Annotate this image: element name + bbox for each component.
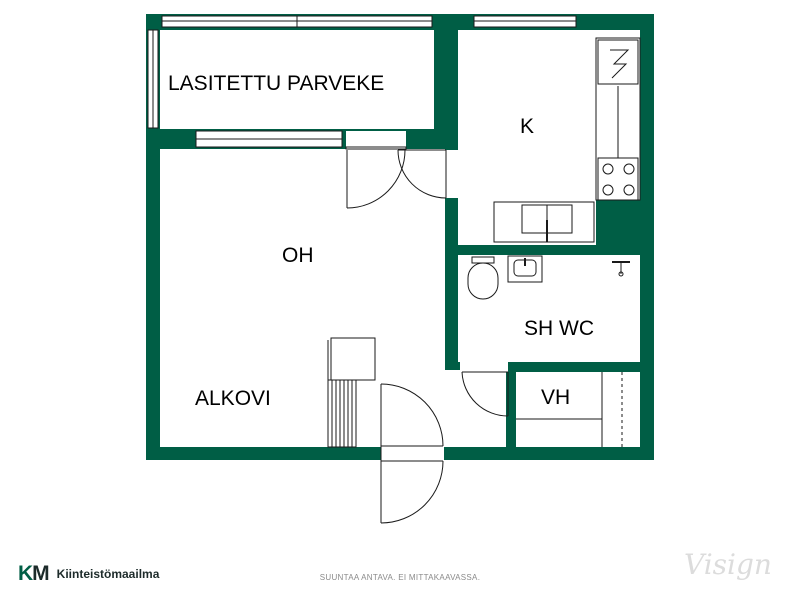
watermark: Visign <box>684 548 772 581</box>
room-labels: LASITETTU PARVEKE K OH ALKOVI SH WC VH <box>168 72 594 410</box>
room-floors <box>160 30 640 447</box>
entrance-door <box>380 383 444 524</box>
room-label-living: OH <box>282 244 314 267</box>
kitchen-sink-counter <box>493 201 595 243</box>
alcove-divider <box>327 379 357 448</box>
alcove-shelf <box>330 337 376 381</box>
doors <box>345 146 509 524</box>
fridge <box>597 39 639 85</box>
brand: KM Kiinteistömaailma <box>18 562 159 586</box>
kitchen-fixtures <box>493 37 641 243</box>
room-label-kitchen: K <box>520 115 534 138</box>
room-label-alcove: ALKOVI <box>195 387 271 410</box>
wall-balcony-kitchen <box>434 14 458 150</box>
balcony-door <box>345 146 407 209</box>
room-label-bathroom: SH WC <box>524 317 594 340</box>
toilet <box>467 262 499 300</box>
wall-bath-left <box>445 200 458 370</box>
wall-kitchen-bath <box>458 245 640 255</box>
closet-fixtures <box>516 372 623 447</box>
wall-kitchen-shaft <box>596 200 640 262</box>
alcove-fixtures <box>327 337 376 448</box>
balcony-door-gap <box>346 131 406 147</box>
balcony-area <box>160 30 450 149</box>
wall-bath-closet <box>458 362 640 372</box>
brand-name: Kiinteistömaailma <box>56 567 160 581</box>
bathroom-fixtures <box>467 255 630 300</box>
disclaimer-note: SUUNTAA ANTAVA. EI MITTAKAAVASSA. <box>319 573 481 582</box>
windows <box>147 15 577 129</box>
stove <box>597 157 639 201</box>
wall-closet-left <box>506 370 516 447</box>
room-label-closet: VH <box>541 386 570 409</box>
brand-logo: KM <box>18 562 50 585</box>
bathroom-sink <box>507 255 543 283</box>
bathroom-door <box>460 362 509 417</box>
room-label-balcony: LASITETTU PARVEKE <box>168 72 384 95</box>
wall-right <box>640 14 654 460</box>
kitchen-door <box>397 149 458 199</box>
